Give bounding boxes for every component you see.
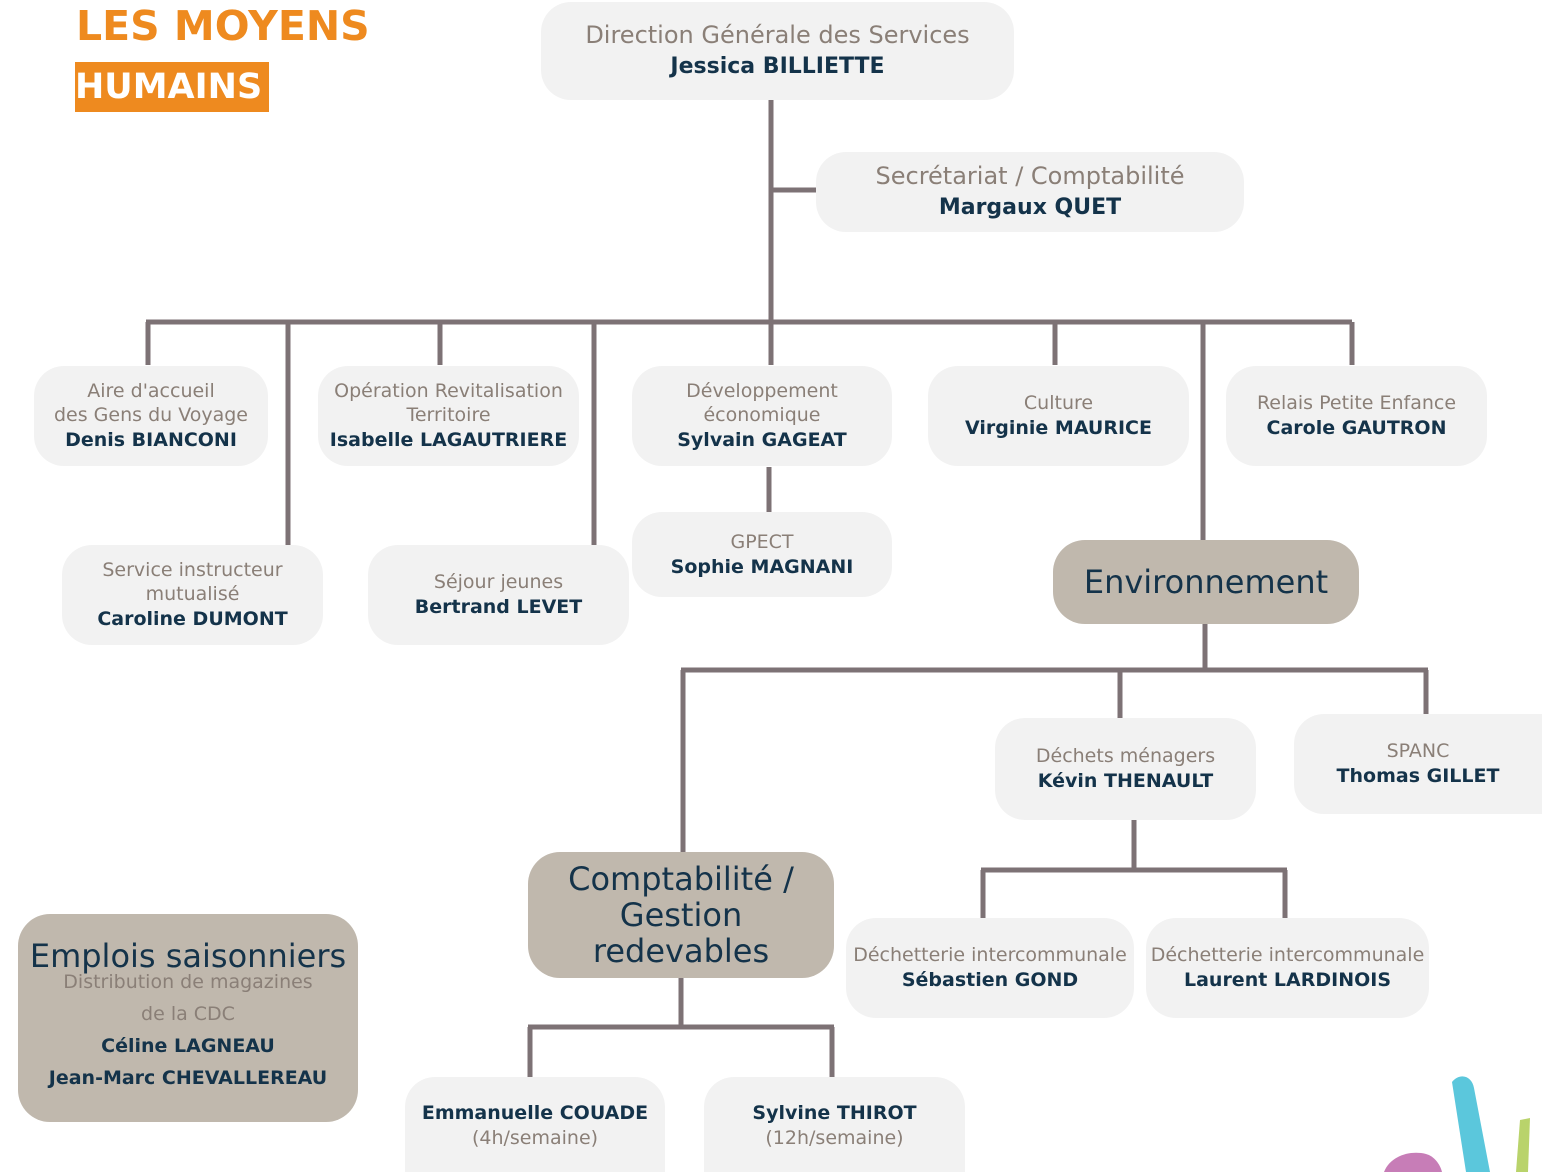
- node-label: de la CDC: [141, 1003, 235, 1025]
- node-person: Laurent LARDINOIS: [1183, 969, 1392, 991]
- node-person: Jean-Marc CHEVALLEREAU: [48, 1067, 328, 1089]
- node-couade: Emmanuelle COUADE (4h/semaine): [405, 1077, 665, 1172]
- node-label: Direction Générale des Services: [585, 21, 970, 49]
- node-label: Opération Revitalisation: [334, 380, 563, 402]
- node-person: Céline LAGNEAU: [101, 1035, 275, 1057]
- node-sejour-jeunes: Séjour jeunes Bertrand LEVET: [368, 545, 629, 645]
- node-label: économique: [703, 404, 821, 426]
- node-culture: Culture Virginie MAURICE: [928, 366, 1189, 466]
- node-label: Relais Petite Enfance: [1256, 392, 1457, 414]
- node-person: Margaux QUET: [938, 195, 1122, 220]
- node-comptabilite-redevables: Comptabilité / Gestion redevables: [528, 852, 834, 978]
- node-gpect: GPECT Sophie MAGNANI: [632, 512, 892, 597]
- node-spanc: SPANC Thomas GILLET: [1294, 714, 1542, 814]
- logo-mark: [1384, 1076, 1530, 1172]
- node-label: Culture: [1023, 392, 1094, 414]
- page-title-line1: LES MOYENS: [76, 2, 370, 50]
- node-dechets-menagers: Déchets ménagers Kévin THENAULT: [995, 718, 1256, 820]
- node-person: Kévin THENAULT: [1037, 770, 1214, 792]
- node-label: Service instructeur: [102, 559, 283, 581]
- node-secretariat: Secrétariat / Comptabilité Margaux QUET: [816, 152, 1244, 232]
- node-label: Distribution de magazines: [63, 971, 313, 993]
- node-person: Sophie MAGNANI: [670, 555, 854, 578]
- node-direction-generale: Direction Générale des Services Jessica …: [541, 2, 1014, 100]
- node-service-instructeur: Service instructeur mutualisé Caroline D…: [62, 545, 323, 645]
- node-emplois-saisonniers: Emplois saisonniers Distribution de maga…: [18, 914, 358, 1122]
- page-title-line2: HUMAINS: [75, 62, 269, 112]
- node-thirot: Sylvine THIROT (12h/semaine): [704, 1077, 965, 1172]
- node-person: Sylvine THIROT: [752, 1101, 917, 1124]
- node-label: Déchetterie intercommunale: [1150, 944, 1425, 966]
- node-label: Séjour jeunes: [433, 571, 564, 593]
- node-label: Déchets ménagers: [1035, 745, 1216, 767]
- node-person: Carole GAUTRON: [1266, 417, 1447, 439]
- node-label: Secrétariat / Comptabilité: [875, 162, 1185, 190]
- node-person: Thomas GILLET: [1336, 765, 1500, 787]
- node-person: Emmanuelle COUADE: [421, 1101, 649, 1124]
- node-label: SPANC: [1386, 740, 1450, 762]
- node-environnement: Environnement: [1053, 540, 1359, 624]
- node-person: Isabelle LAGAUTRIERE: [329, 429, 568, 451]
- node-label: Territoire: [406, 404, 491, 426]
- node-decheterie-gond: Déchetterie intercommunale Sébastien GON…: [846, 918, 1134, 1018]
- node-label: Comptabilité /: [568, 860, 794, 898]
- node-decheterie-lardinois: Déchetterie intercommunale Laurent LARDI…: [1146, 918, 1429, 1018]
- node-label: Environnement: [1083, 563, 1329, 601]
- node-person: Denis BIANCONI: [65, 429, 237, 451]
- node-title: Emplois saisonniers: [29, 937, 347, 975]
- node-label: Aire d'accueil: [87, 380, 215, 402]
- node-revitalisation: Opération Revitalisation Territoire Isab…: [318, 366, 579, 466]
- node-person: Bertrand LEVET: [414, 596, 583, 618]
- node-label: GPECT: [730, 530, 794, 553]
- node-aire-accueil: Aire d'accueil des Gens du Voyage Denis …: [34, 366, 268, 466]
- node-hours: (12h/semaine): [765, 1126, 904, 1149]
- node-label: mutualisé: [145, 583, 240, 605]
- node-label: Gestion redevables: [592, 896, 770, 970]
- node-label: Développement: [686, 380, 838, 402]
- node-relais-petite-enfance: Relais Petite Enfance Carole GAUTRON: [1226, 366, 1487, 466]
- node-label: des Gens du Voyage: [53, 404, 248, 426]
- node-person: Caroline DUMONT: [97, 608, 288, 630]
- node-hours: (4h/semaine): [471, 1126, 599, 1149]
- node-label: Déchetterie intercommunale: [853, 944, 1127, 966]
- node-person: Virginie MAURICE: [965, 417, 1152, 439]
- node-person: Jessica BILLIETTE: [670, 54, 885, 79]
- node-person: Sébastien GOND: [901, 969, 1079, 991]
- node-person: Sylvain GAGEAT: [677, 429, 847, 451]
- node-developpement: Développement économique Sylvain GAGEAT: [632, 366, 892, 466]
